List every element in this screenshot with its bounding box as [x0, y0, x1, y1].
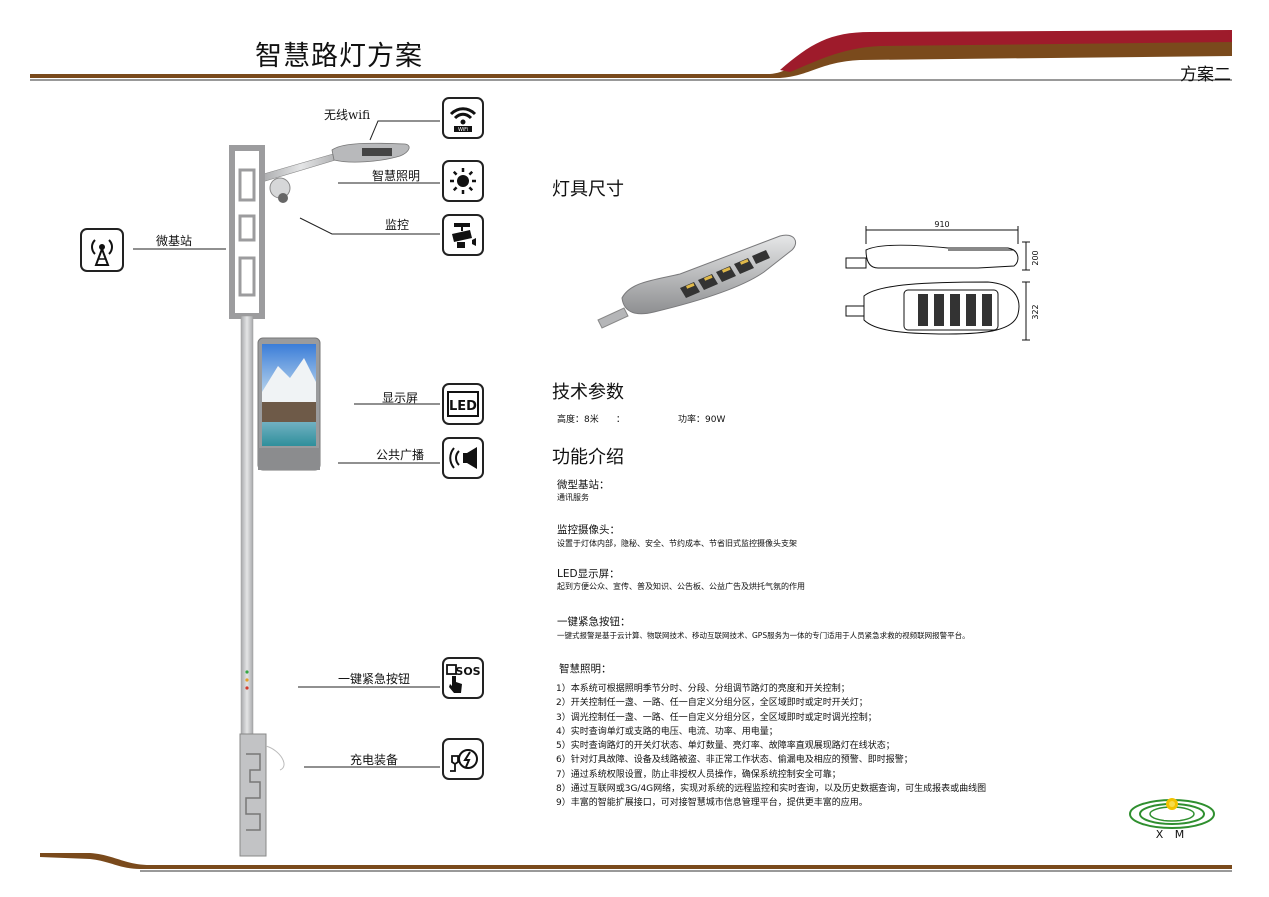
list-item: 4）实时查询单灯或支路的电压、电流、功率、用电量； — [556, 726, 778, 737]
label-monitor: 监控 — [385, 218, 410, 232]
svg-text:WiFi: WiFi — [458, 127, 468, 133]
label-leader-lines — [133, 120, 440, 768]
list-item: 5）实时查询路灯的开关灯状态、单灯数量、亮灯率、故障率直观展现路灯在线状态； — [556, 741, 895, 752]
dim-length: 910 — [934, 220, 949, 229]
list-item: 8）通过互联网或3G/4G网络，实现对系统的远程监控和实时查询，以及历史数据查询… — [556, 784, 987, 795]
camera-desc: 设置于灯体内部，隐秘、安全、节约成本、节省旧式监控摄像头支架 — [557, 539, 797, 548]
logo-text: X M — [1156, 828, 1189, 841]
list-item: 9）丰富的智能扩展接口，可对接智慧城市信息管理平台，提供更丰富的应用。 — [556, 798, 868, 809]
led-desc: 起到方便公众、宣传、普及知识、公告板、公益广告及烘托气氛的作用 — [557, 582, 805, 591]
footer-decoration — [40, 853, 1232, 872]
tech-height: 高度：8米 — [557, 415, 599, 425]
sos-desc: 一键式报警是基于云计算、物联网技术、移动互联网技术、GPS服务为一体的专门适用于… — [557, 631, 970, 640]
svg-text:SOS: SOS — [455, 665, 480, 678]
wifi-icon: WiFi — [442, 97, 484, 139]
label-charging: 充电装备 — [350, 753, 399, 767]
label-screen: 显示屏 — [382, 391, 419, 405]
label-base-station: 微基站 — [156, 234, 193, 248]
list-item: 3）调光控制任一盏、一路、任一自定义分组分区，全区域即时或定时调光控制； — [556, 712, 877, 723]
svg-text:LED: LED — [449, 399, 477, 414]
header-decoration — [30, 30, 1232, 81]
lamp-dimension-drawing: 910 200 322 — [845, 220, 1040, 341]
label-wifi: 无线wifi — [324, 108, 371, 122]
lamp-3d-render — [597, 234, 796, 329]
plan-label: 方案二 — [1180, 65, 1231, 85]
lighting-list: 1）本系统可根据照明季节分时、分段、分组调节路灯的亮度和开关控制； 2）开关控制… — [556, 682, 986, 811]
tech-colon: ： — [616, 415, 626, 425]
camera-title: 监控摄像头： — [557, 524, 620, 536]
list-item: 1）本系统可根据照明季节分时、分段、分组调节路灯的亮度和开关控制； — [556, 684, 850, 694]
smart-pole-illustration — [229, 142, 410, 857]
led-title: LED显示屏： — [557, 568, 620, 580]
tech-power: 功率：90W — [678, 415, 726, 425]
speaker-icon — [442, 437, 484, 479]
function-title: 功能介绍 — [552, 447, 624, 468]
ev-charger-icon — [442, 738, 484, 780]
dim-width: 322 — [1031, 304, 1040, 319]
dim-height: 200 — [1031, 250, 1040, 265]
led-icon: LED — [442, 383, 484, 425]
label-lighting: 智慧照明 — [372, 169, 421, 183]
antenna-tower-icon — [80, 228, 124, 272]
cctv-camera-icon — [442, 214, 484, 256]
sos-title: 一键紧急按钮： — [557, 616, 631, 628]
base-station-desc: 通讯服务 — [557, 493, 589, 502]
page-title: 智慧路灯方案 — [255, 41, 423, 72]
list-item: 6）针对灯具故障、设备及线路被盗、非正常工作状态、偷漏电及相应的预警、即时报警； — [556, 755, 913, 766]
tech-title: 技术参数 — [552, 382, 624, 403]
base-station-title: 微型基站： — [557, 479, 610, 491]
dimensions-title: 灯具尺寸 — [552, 179, 624, 200]
xm-logo: X M — [1129, 798, 1215, 841]
label-sos: 一键紧急按钮 — [338, 672, 411, 686]
label-broadcast: 公共广播 — [376, 448, 425, 462]
lighting-title: 智慧照明： — [559, 663, 612, 675]
list-item: 2）开关控制任一盏、一路、任一自定义分组分区，全区域即时或定时开关灯； — [556, 698, 868, 709]
sun-icon — [442, 160, 484, 202]
list-item: 7）通过系统权限设置，防止非授权人员操作，确保系统控制安全可靠； — [556, 769, 841, 780]
sos-button-icon: SOS — [442, 657, 484, 699]
